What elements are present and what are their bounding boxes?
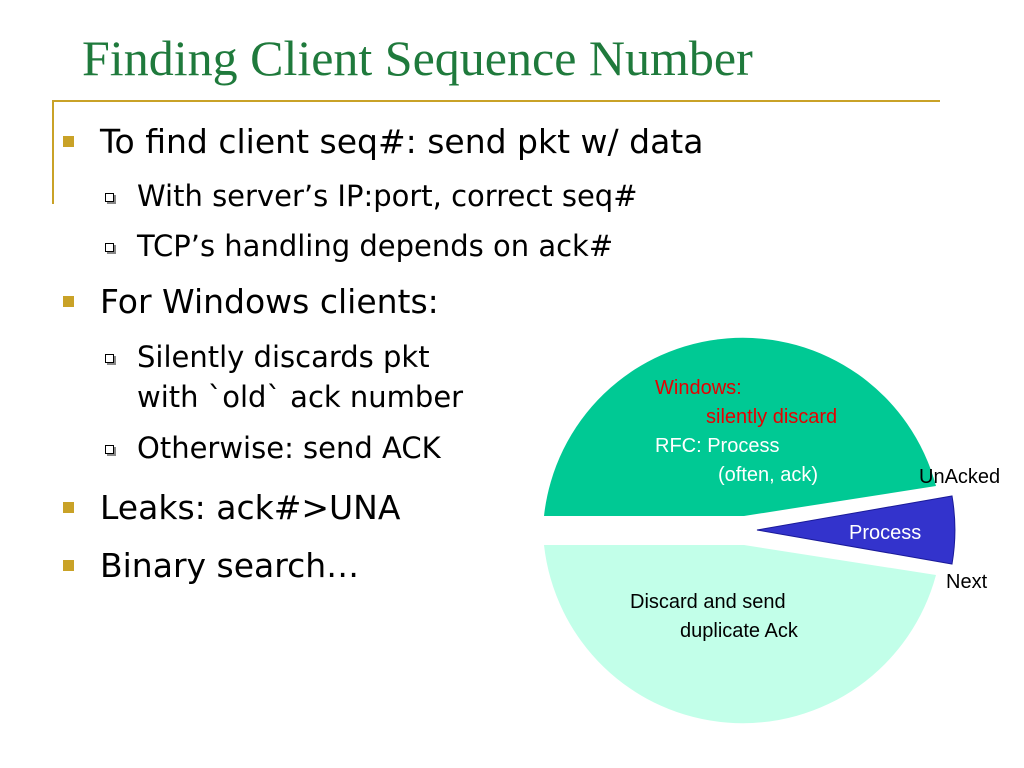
square-bullet-icon [63, 502, 74, 513]
often-ack-label: (often, ack) [718, 464, 818, 486]
bullet-level2: With server’s IP:port, correct seq# [105, 178, 638, 214]
bullet-text: To find client seq#: send pkt w/ data [100, 122, 704, 161]
bullet-level1: Leaks: ack#>UNA [63, 488, 401, 528]
hollow-square-bullet-icon [105, 193, 114, 202]
bullet-text: TCP’s handling depends on ack# [137, 229, 614, 263]
bullet-text: With server’s IP:port, correct seq# [137, 179, 638, 213]
bullet-continuation: with `old` ack number [137, 379, 463, 415]
bullet-level2: TCP’s handling depends on ack# [105, 228, 614, 264]
bullet-level1: For Windows clients: [63, 282, 439, 322]
duplicate-ack-label: duplicate Ack [680, 620, 799, 642]
title-underline [52, 100, 940, 102]
process-label: Process [849, 522, 921, 544]
bullet-text: Leaks: ack#>UNA [100, 488, 401, 527]
bullet-text: Binary search… [100, 546, 360, 585]
square-bullet-icon [63, 136, 74, 147]
bullet-text: with `old` ack number [137, 380, 464, 414]
process-wedge [756, 495, 956, 565]
bullet-text: Silently discards pkt [137, 340, 430, 374]
slide-title: Finding Client Sequence Number [82, 30, 753, 86]
rfc-process-label: RFC: Process [655, 435, 779, 457]
hollow-square-bullet-icon [105, 243, 114, 252]
windows-label: Windows: [655, 377, 742, 399]
unacked-boundary-label: UnAcked [919, 466, 1000, 488]
hollow-square-bullet-icon [105, 354, 114, 363]
silently-discard-label: silently discard [706, 406, 837, 428]
square-bullet-icon [63, 560, 74, 571]
bullet-level1: To find client seq#: send pkt w/ data [63, 122, 704, 162]
title-side-rule [52, 100, 54, 204]
window-top-region [544, 337, 936, 516]
square-bullet-icon [63, 296, 74, 307]
hollow-square-bullet-icon [105, 445, 114, 454]
bullet-level2: Otherwise: send ACK [105, 430, 441, 466]
bullet-level1: Binary search… [63, 546, 360, 586]
discard-send-label: Discard and send [630, 591, 786, 613]
bullet-text: Otherwise: send ACK [137, 431, 441, 465]
bullet-text: For Windows clients: [100, 282, 439, 321]
next-boundary-label: Next [946, 571, 988, 593]
bullet-level2: Silently discards pkt [105, 339, 430, 375]
window-bottom-region [544, 545, 936, 724]
